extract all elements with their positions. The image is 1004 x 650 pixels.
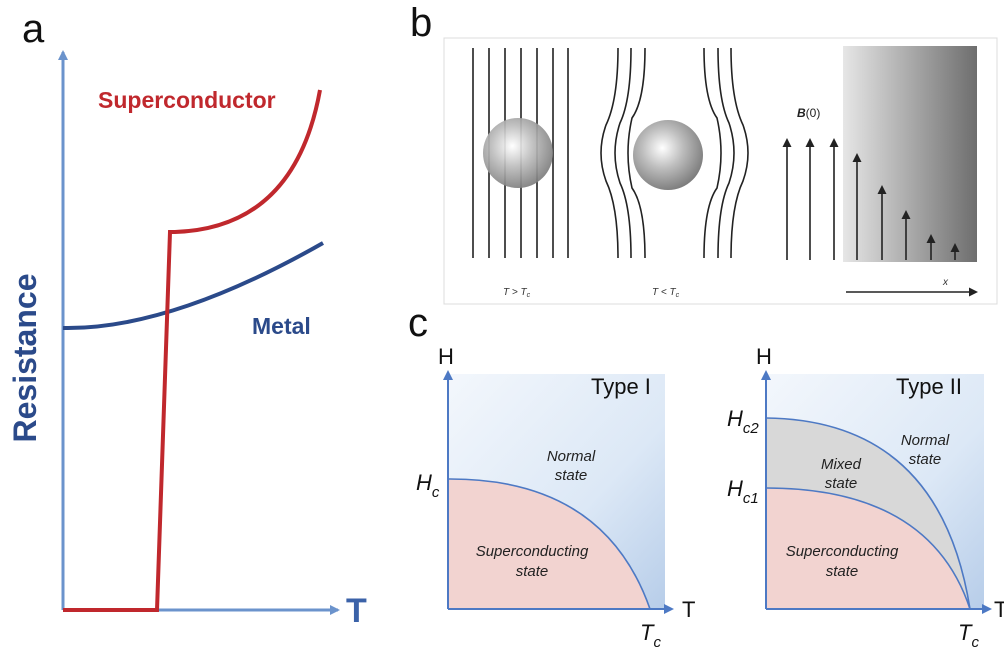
field-arrows bbox=[782, 138, 960, 260]
type2-hc2-curve bbox=[765, 417, 971, 610]
x-direction-label: x bbox=[942, 277, 949, 288]
panel-b-letter: b bbox=[410, 1, 432, 45]
type1-x-label: T bbox=[682, 597, 695, 622]
superconductor-label: Superconductor bbox=[98, 87, 276, 113]
sphere-superconducting bbox=[633, 120, 703, 190]
type1-critical-curve bbox=[447, 478, 651, 610]
panel-b: b T > Tc T < Tc B(0) bbox=[410, 1, 998, 305]
panel-a: a T Resistance Superconductor Metal bbox=[7, 7, 367, 630]
type1-title: Type I bbox=[591, 374, 651, 399]
x-axis-label: T bbox=[346, 592, 367, 630]
type2-tc-label: Tc bbox=[958, 620, 979, 650]
type1-y-label: H bbox=[438, 344, 454, 369]
type2-sc-region bbox=[766, 488, 970, 609]
type2-y-label: H bbox=[756, 344, 772, 369]
type2-title: Type II bbox=[896, 374, 962, 399]
panel-a-letter: a bbox=[22, 7, 45, 51]
type2-hc2-label: Hc2 bbox=[727, 406, 759, 437]
field-label: B(0) bbox=[797, 106, 820, 120]
metal-label: Metal bbox=[252, 313, 311, 339]
superconductor-curve bbox=[63, 89, 322, 612]
caption-superconducting: T < Tc bbox=[652, 287, 680, 299]
panel-c-letter: c bbox=[408, 301, 428, 345]
type1-tc-label: Tc bbox=[640, 620, 661, 650]
caption-normal: T > Tc bbox=[503, 287, 531, 299]
metal-curve bbox=[62, 241, 324, 331]
sphere-normal bbox=[483, 118, 553, 188]
type2-x-label: T bbox=[994, 597, 1004, 622]
type2-hc1-curve bbox=[765, 487, 971, 610]
y-axis-label: Resistance bbox=[7, 274, 43, 443]
field-lines-expelled bbox=[600, 47, 749, 259]
type1-sc-region bbox=[448, 478, 650, 609]
type1-hc-label: Hc bbox=[416, 470, 440, 501]
superconductor-slab bbox=[843, 46, 977, 262]
type2-hc1-label: Hc1 bbox=[727, 476, 759, 507]
